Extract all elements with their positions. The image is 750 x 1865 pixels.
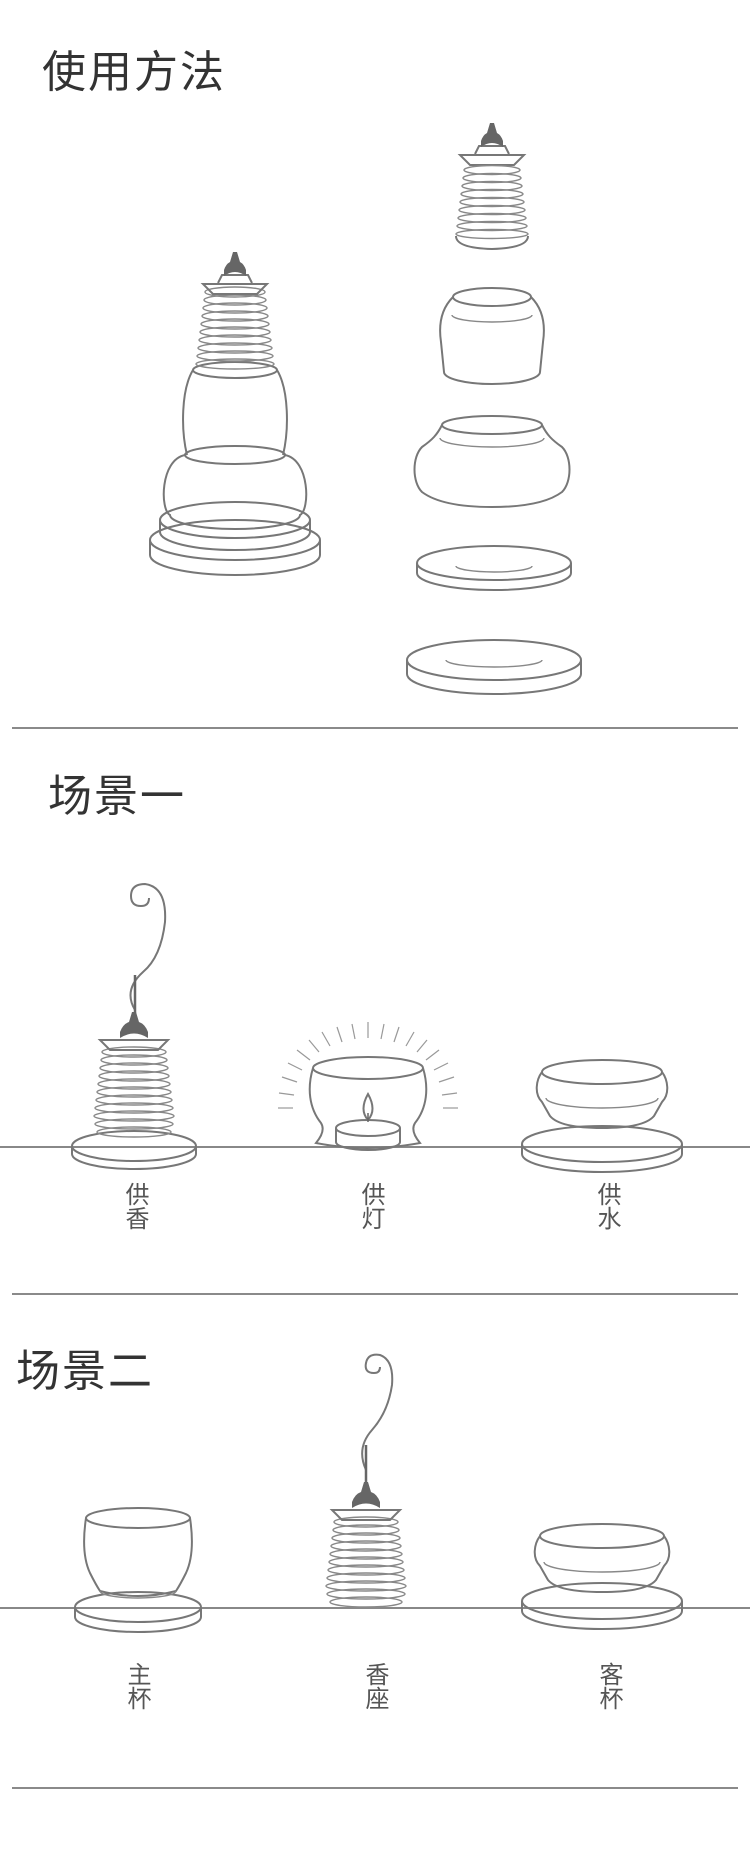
section-title-scene-2: 场景二: [16, 1346, 154, 1397]
section-divider: [12, 1787, 738, 1789]
water-bowl-illustration: [521, 1059, 683, 1173]
caption-main-cup: 主杯: [123, 1662, 151, 1710]
section-title-usage: 使用方法: [42, 47, 226, 98]
section-divider: [12, 727, 738, 729]
assembled-stupa-illustration: [149, 252, 321, 576]
incense-holder-illustration: [71, 882, 197, 1170]
guest-cup-illustration: [521, 1523, 683, 1630]
caption-incense-base: 香座: [361, 1662, 389, 1710]
caption-lamp: 供灯: [357, 1182, 385, 1230]
caption-guest-cup: 客杯: [595, 1662, 623, 1710]
exploded-stupa-illustration: [406, 123, 582, 695]
lamp-illustration: [278, 1022, 458, 1151]
caption-water: 供水: [593, 1182, 621, 1230]
section-divider: [12, 1293, 738, 1295]
section-title-scene-1: 场景一: [48, 771, 186, 822]
caption-incense: 供香: [121, 1182, 149, 1230]
main-cup-illustration: [74, 1507, 202, 1633]
incense-base-illustration: [325, 1353, 407, 1608]
